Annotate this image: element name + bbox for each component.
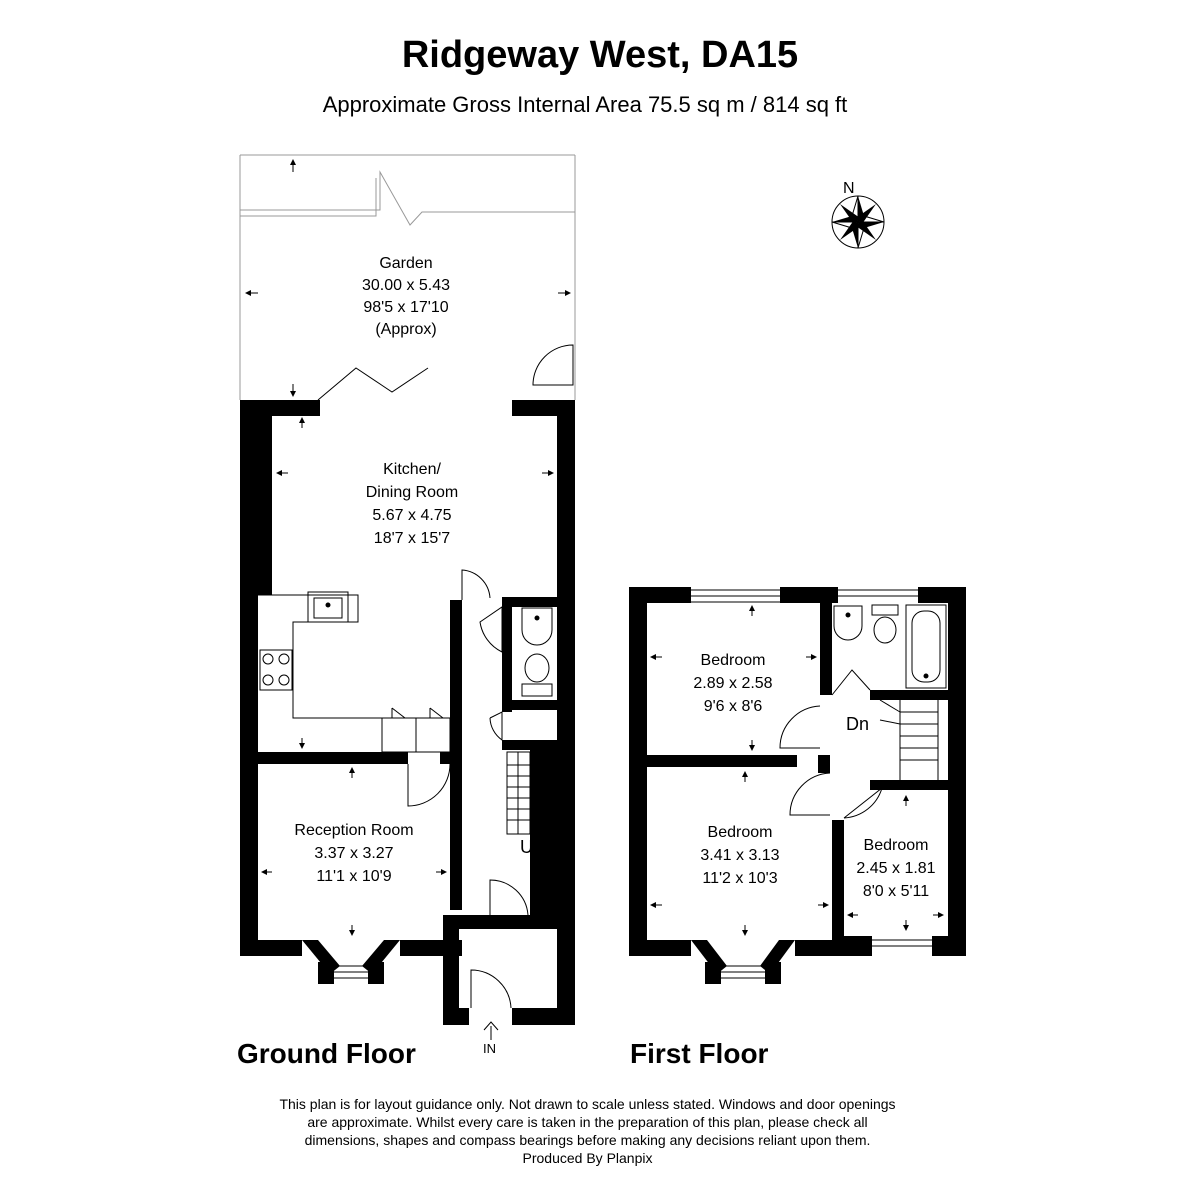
garden-label-line-4: (Approx) — [375, 321, 436, 338]
garden-area — [239, 154, 576, 401]
kitchen-label-line-1: Kitchen/ — [383, 461, 441, 478]
disclaimer-line-3: dimensions, shapes and compass bearings … — [304, 1132, 871, 1148]
reception-label-line-2: 3.37 x 3.27 — [314, 845, 393, 862]
toilet-icon — [524, 653, 550, 683]
area-subtitle: Approximate Gross Internal Area 75.5 sq … — [322, 92, 848, 117]
hob-icon — [259, 649, 293, 691]
reception-dimension-arrows — [261, 767, 447, 936]
bath-icon — [905, 604, 947, 689]
disclaimer-line-2: are approximate. Whilst every care is ta… — [307, 1114, 868, 1130]
bedroom2-label-line-3: 11'2 x 10'3 — [702, 870, 777, 887]
garden-label-line-2: 30.00 x 5.43 — [362, 277, 450, 294]
ground-stairs-label: Up — [520, 837, 543, 857]
disclaimer-line-1: This plan is for layout guidance only. N… — [279, 1096, 896, 1112]
ground-floor-stairs — [506, 751, 541, 835]
kitchen-dimension-arrows — [276, 417, 554, 749]
disclaimer-text: This plan is for layout guidance only. N… — [0, 1095, 1175, 1167]
garden-dimension-arrows — [245, 159, 571, 397]
entrance-label: IN — [483, 1041, 496, 1056]
kitchen-label-line-2: Dining Room — [366, 484, 458, 501]
page-title: Ridgeway West, DA15 — [401, 34, 799, 76]
reception-label-line-3: 11'1 x 10'9 — [316, 868, 391, 885]
basin-icon — [521, 607, 553, 646]
garden-label-line-1: Garden — [379, 255, 432, 272]
kitchen-sink-icon — [307, 591, 349, 623]
bedroom1-label-line-2: 2.89 x 2.58 — [693, 675, 772, 692]
kitchen-fixtures — [258, 591, 451, 753]
entrance-arrow-icon — [483, 1021, 499, 1040]
bathroom-basin-icon — [833, 605, 863, 641]
compass-north-label: N — [843, 180, 855, 197]
bedroom2-label-line-1: Bedroom — [708, 824, 773, 841]
bedroom3-label-line-3: 8'0 x 5'11 — [863, 883, 929, 900]
bedroom1-label-line-1: Bedroom — [701, 652, 766, 669]
first-floor-label: First Floor — [630, 1038, 769, 1069]
bedroom1-label-line-3: 9'6 x 8'6 — [704, 698, 763, 715]
first-floor-dimension-arrows — [650, 605, 944, 936]
bedroom3-label-line-1: Bedroom — [864, 837, 929, 854]
kitchen-label-line-4: 18'7 x 15'7 — [374, 530, 450, 547]
reception-bay-window — [334, 965, 550, 1017]
kitchen-label-line-3: 5.67 x 4.75 — [372, 507, 451, 524]
ground-floor-walls — [240, 400, 575, 1025]
bedroom2-label-line-2: 3.41 x 3.13 — [700, 847, 779, 864]
bedroom3-label-line-2: 2.45 x 1.81 — [856, 860, 935, 877]
first-floor-doors — [779, 669, 883, 819]
garden-label-line-3: 98'5 x 17'10 — [363, 299, 448, 316]
reception-label-line-1: Reception Room — [294, 822, 413, 839]
first-floor-windows — [691, 589, 932, 979]
bathroom-fixtures — [833, 604, 947, 689]
ground-floor-doors — [407, 569, 529, 1009]
first-floor-stairs — [879, 699, 939, 780]
compass-rose-icon — [831, 195, 885, 249]
wc-fixtures — [521, 607, 553, 697]
ground-floor-label: Ground Floor — [237, 1038, 416, 1069]
first-stairs-label: Dn — [846, 714, 869, 734]
disclaimer-credit: Produced By Planpix — [522, 1150, 653, 1166]
bathroom-toilet-icon — [873, 616, 897, 644]
first-floor-walls — [629, 587, 966, 984]
